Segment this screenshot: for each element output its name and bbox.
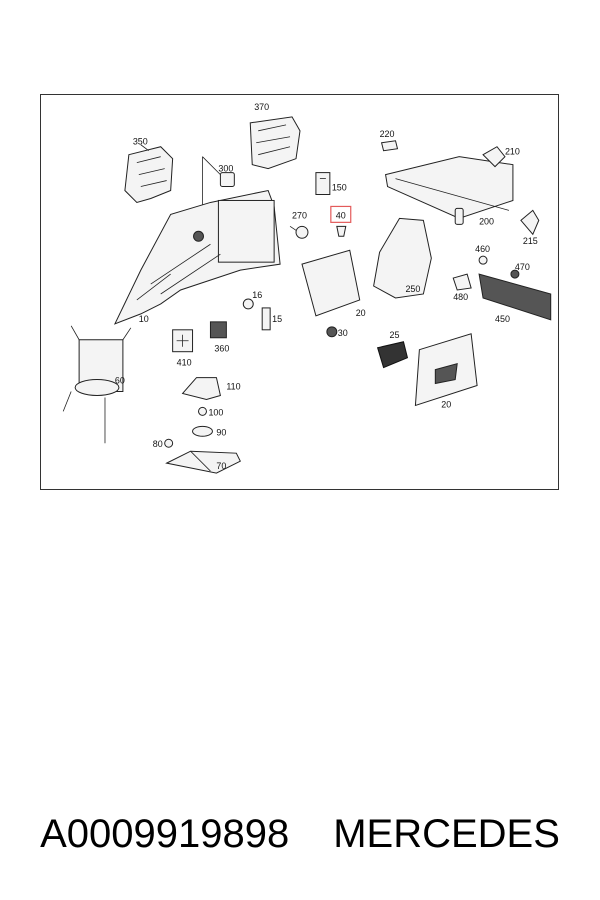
callout-100[interactable]: 100 [208,407,223,417]
part-number: A0009919898 [40,811,290,856]
part-16 [242,298,254,310]
callout-270[interactable]: 270 [292,210,307,220]
part-15 [261,307,271,331]
brand: MERCEDES [333,811,560,856]
callout-470[interactable]: 470 [515,262,530,272]
callout-15[interactable]: 15 [272,314,282,324]
part-80 [164,438,174,448]
callout-300[interactable]: 300 [218,164,233,174]
highlight-box [330,205,352,223]
callout-25[interactable]: 25 [390,330,400,340]
part-90 [192,425,213,437]
callout-40[interactable]: 40 [336,210,346,220]
part-110 [181,377,221,400]
callout-360[interactable]: 360 [214,344,229,354]
part-460 [478,255,488,265]
callout-80[interactable]: 80 [153,439,163,449]
callout-215[interactable]: 215 [523,236,538,246]
part-350 [124,144,174,204]
part-20-upper [301,249,361,317]
part-150 [315,172,331,195]
callout-20-upper[interactable]: 20 [356,308,366,318]
callout-30[interactable]: 30 [338,328,348,338]
callout-410[interactable]: 410 [177,358,192,368]
callout-350[interactable]: 350 [133,137,148,147]
part-100 [198,406,207,416]
part-10 [113,189,281,325]
callout-450[interactable]: 450 [495,314,510,324]
part-40 [330,205,352,237]
callout-210[interactable]: 210 [505,147,520,157]
part-250 [373,217,432,299]
part-470 [510,269,520,279]
part-200 [384,156,514,225]
callout-200[interactable]: 200 [479,216,494,226]
part-70 [165,450,241,474]
callout-16[interactable]: 16 [252,290,262,300]
callout-460[interactable]: 460 [475,244,490,254]
callout-370[interactable]: 370 [254,102,269,112]
part-215 [520,209,540,236]
callout-220[interactable]: 220 [380,129,395,139]
part-360 [209,321,227,339]
part-450 [478,273,552,321]
part-370 [249,116,301,170]
part-270 [289,225,309,239]
part-60 [62,325,132,444]
part-220 [380,140,399,152]
part-25 [376,341,409,369]
callout-70[interactable]: 70 [216,461,226,471]
part-410 [172,329,194,353]
callout-150[interactable]: 150 [332,183,347,193]
callout-90[interactable]: 90 [216,427,226,437]
callout-110[interactable]: 110 [226,382,240,392]
callout-480[interactable]: 480 [453,292,468,302]
part-300 [202,156,235,217]
diagram-svg: 350 370 300 10 150 [62,102,552,474]
part-30 [326,326,338,338]
part-210 [482,146,506,168]
callout-10[interactable]: 10 [139,314,149,324]
part-480 [452,273,472,291]
callout-250[interactable]: 250 [405,284,420,294]
part-20-lower [414,333,478,407]
callout-20-lower[interactable]: 20 [441,399,451,409]
callout-60[interactable]: 60 [115,376,125,386]
parts-diagram: 350 370 300 10 150 [40,94,559,490]
footer: A0009919898 MERCEDES [0,804,600,864]
